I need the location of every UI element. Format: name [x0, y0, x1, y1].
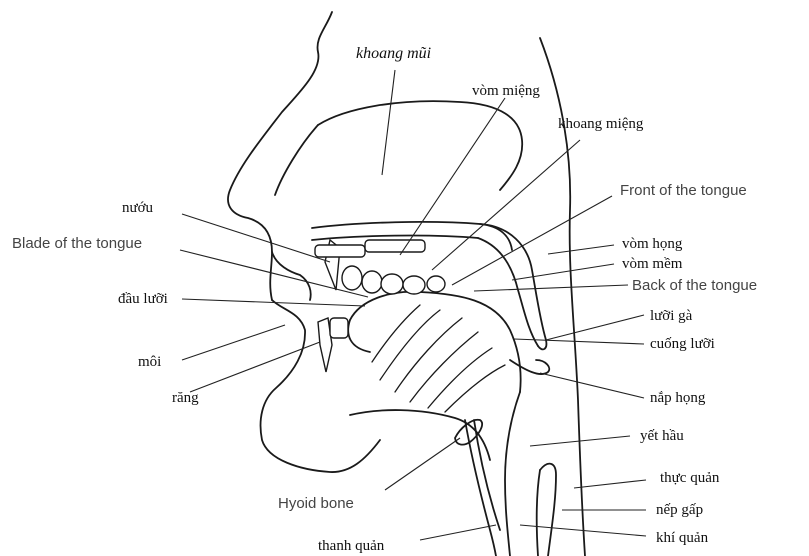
label-khoang-mui: khoang mũi	[356, 45, 431, 62]
nasal-cavity-roof	[318, 101, 522, 190]
label-moi: môi	[138, 354, 161, 370]
upper-teeth	[315, 240, 445, 294]
pharynx-front	[505, 392, 520, 556]
labels: khoang mũi vòm miệng khoang miệng nướu F…	[12, 45, 757, 554]
label-cuong-luoi: cuống lưỡi	[650, 336, 715, 352]
label-vom-mieng: vòm miệng	[472, 83, 540, 99]
label-thanh-quan: thanh quản	[318, 538, 385, 554]
epiglottis	[510, 360, 549, 374]
label-blade-tongue: Blade of the tongue	[12, 235, 142, 252]
label-yet-hau: yết hầu	[640, 428, 684, 444]
label-luoi-ga: lưỡi gà	[650, 308, 693, 324]
upper-lip	[272, 252, 311, 300]
label-nep-gap: nếp gấp	[656, 502, 703, 518]
label-vom-hong: vòm họng	[622, 236, 683, 252]
label-vom-mem: vòm mềm	[622, 256, 683, 272]
label-dau-luoi: đầu lưỡi	[118, 291, 168, 307]
esophagus-fold-back	[537, 470, 540, 556]
label-nap-hong: nắp họng	[650, 390, 706, 406]
label-khi-quan: khí quản	[656, 530, 709, 546]
larynx-back	[474, 420, 500, 530]
lower-teeth	[318, 318, 348, 372]
leader-lines	[180, 70, 646, 540]
label-nuou: nướu	[122, 200, 154, 216]
esophagus-fold	[540, 464, 556, 556]
label-khoang-mieng: khoang miệng	[558, 116, 644, 132]
mouth-floor	[350, 410, 490, 460]
label-hyoid-bone: Hyoid bone	[278, 495, 354, 512]
soft-palate	[480, 224, 546, 340]
tongue-tip	[348, 320, 370, 352]
label-front-tongue: Front of the tongue	[620, 182, 747, 199]
tongue-muscles	[372, 305, 505, 412]
nasal-cavity-front	[275, 125, 318, 195]
label-thuc-quan: thực quản	[660, 470, 720, 486]
uvula-tip	[538, 340, 546, 349]
label-back-tongue: Back of the tongue	[632, 277, 757, 294]
label-rang: răng	[172, 390, 199, 406]
larynx-front	[465, 420, 496, 556]
